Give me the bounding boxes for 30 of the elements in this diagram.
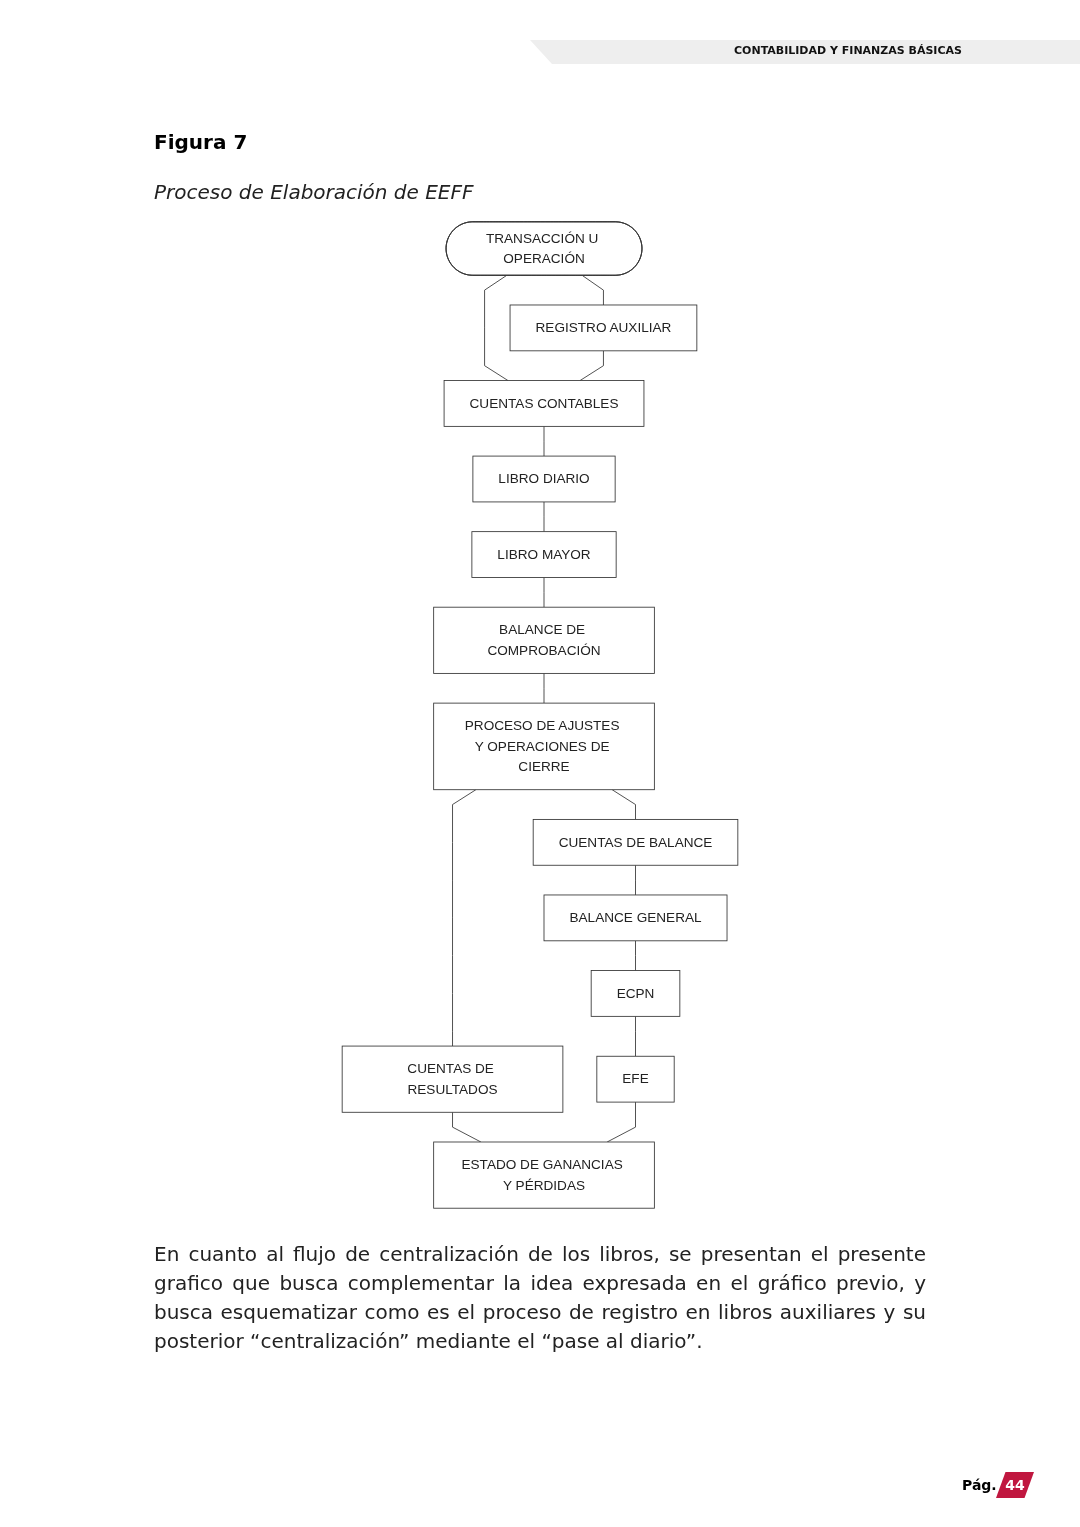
connector	[635, 864, 636, 896]
connector	[611, 789, 636, 820]
connector	[582, 275, 604, 306]
connector	[543, 577, 545, 608]
node-box: CUENTAS CONTABLES	[443, 380, 645, 427]
body-paragraph: En cuanto al flujo de centralización de los libros, se presentan el presente grafico que busca complementar la idea expresada en el gráfico previo, y busca esquematizar como es el proceso de registro en libros auxiliares y su posterior “centralización” mediante el “pase al diario”.	[154, 1241, 926, 1355]
node-box: CUENTAS DE BALANCE	[532, 819, 739, 866]
connector	[543, 425, 545, 457]
connector	[452, 789, 477, 1047]
node-box: CUENTAS DE RESULTADOS	[341, 1045, 564, 1113]
node-box: LIBRO MAYOR	[471, 531, 617, 578]
node-box: PROCESO DE AJUSTES Y OPERACIONES DE CIERRE	[433, 702, 655, 791]
connector	[635, 940, 636, 971]
node-box: ECPN	[590, 970, 681, 1017]
connector	[543, 672, 545, 704]
connector	[484, 275, 509, 381]
connector	[579, 350, 604, 381]
node-box: EFE	[596, 1055, 675, 1103]
page-label: Pág.	[962, 1477, 997, 1493]
figure-caption: Proceso de Elaboración de EEFF	[154, 180, 474, 204]
node-box: REGISTRO AUXILIAR	[509, 304, 698, 352]
node-box: BALANCE DE COMPROBACIÓN	[433, 606, 655, 674]
connector	[543, 501, 545, 533]
page-number: 44	[996, 1472, 1034, 1498]
header-text: CONTABILIDAD Y FINANZAS BÁSICAS	[734, 44, 962, 57]
node-box: LIBRO DIARIO	[472, 455, 616, 503]
node-box: ESTADO DE GANANCIAS Y PÉRDIDAS	[433, 1141, 655, 1209]
figure-title: Figura 7	[154, 130, 248, 154]
node-box: BALANCE GENERAL	[543, 894, 728, 942]
connector	[635, 1015, 636, 1057]
